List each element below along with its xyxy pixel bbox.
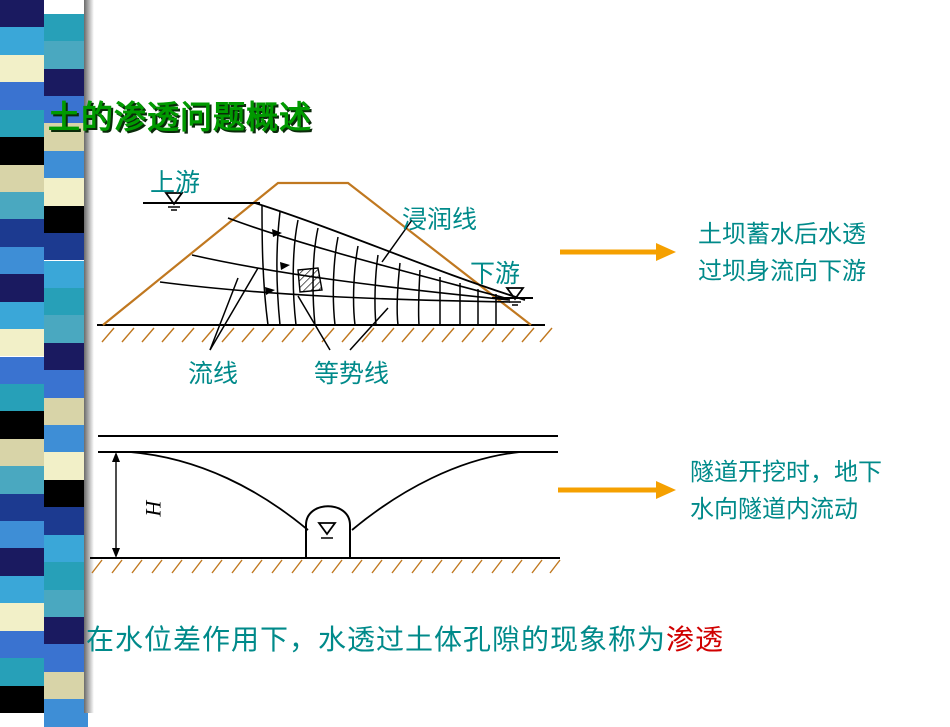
equipotential-label: 等势线: [314, 359, 390, 388]
tunnel-arrow: [558, 481, 676, 499]
dam-description-line-1: 土坝蓄水后水透: [698, 220, 866, 248]
phreatic-line: [254, 202, 526, 301]
dam-outline: [102, 181, 532, 326]
tunnel-description-line-2: 水向隧道内流动: [690, 495, 858, 523]
dam-description-line-2: 过坝身流向下游: [698, 257, 866, 285]
flow-net-hatched-cell: [297, 267, 323, 293]
tunnel-description-line-1: 隧道开挖时，地下: [690, 458, 882, 486]
dam-arrow: [560, 243, 676, 261]
tunnel-description: 隧道开挖时，地下 水向隧道内流动: [690, 454, 882, 528]
streamline-label: 流线: [188, 359, 239, 388]
definition-sentence: 在水位差作用下，水透过土体孔隙的现象称为渗透: [86, 618, 724, 658]
dam-description: 土坝蓄水后水透 过坝身流向下游: [698, 216, 866, 290]
downstream-label: 下游: [470, 259, 521, 288]
upstream-water-marker: [164, 192, 184, 206]
dam-ground-hatch: [101, 327, 553, 343]
h-dimension-label: H: [141, 499, 166, 517]
phreatic-line-label: 浸润线: [402, 205, 478, 234]
definition-prefix: 在水位差作用下，水透过土体孔隙的现象称为: [86, 623, 667, 656]
tunnel-ground-hatch: [91, 559, 561, 574]
slide-title: 土的渗透问题概述: [48, 98, 313, 136]
stripe-shadow: [84, 0, 94, 713]
tunnel-outline: [305, 505, 351, 558]
definition-highlight: 渗透: [666, 623, 725, 656]
tunnel-diagram: H: [90, 435, 561, 574]
streamline-2: [191, 254, 511, 301]
streamline-3: [159, 281, 511, 303]
streamline-1: [227, 217, 506, 299]
upstream-label: 上游: [150, 168, 201, 197]
decorative-stripe-bar: [0, 0, 92, 727]
tunnel-water-marker: [317, 522, 337, 536]
downstream-water-marker: [505, 287, 525, 301]
dam-diagram: [97, 181, 553, 351]
equipotential-lines: [261, 204, 497, 326]
drawdown-curve: [129, 451, 521, 531]
